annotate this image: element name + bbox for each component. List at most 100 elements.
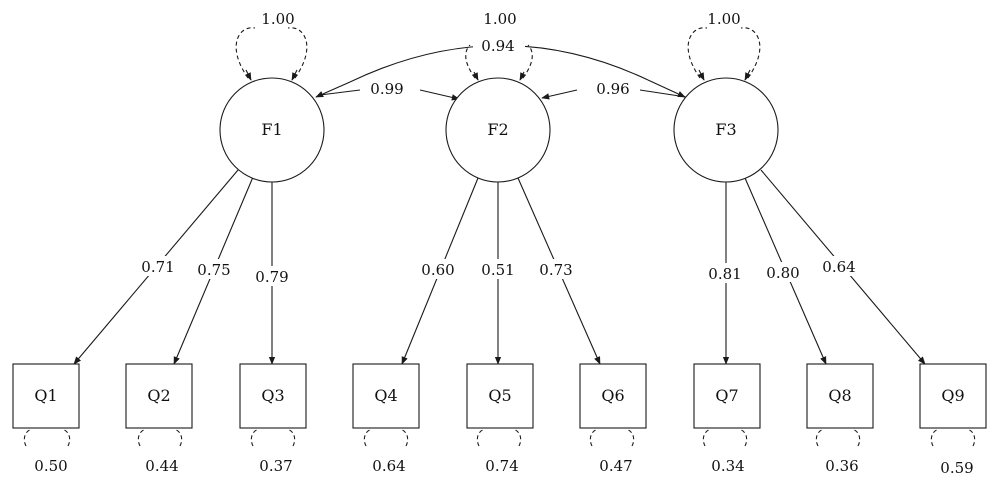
item-label-q3: Q3 bbox=[261, 386, 284, 405]
covariance-labels: 0.94 0.99 0.96 bbox=[370, 37, 629, 98]
covariance-value-f1-f3: 0.94 bbox=[481, 37, 514, 55]
label-bg-loading-q9 bbox=[820, 256, 858, 276]
item-box-q2 bbox=[125, 363, 193, 429]
factor-circle-f2 bbox=[445, 77, 551, 183]
error-loop-q9-left bbox=[930, 429, 938, 447]
loading-value-q5: 0.51 bbox=[481, 261, 514, 279]
error-loop-q7-right bbox=[740, 429, 748, 447]
variance-loop-f2-left bbox=[465, 44, 476, 79]
factor-label-f1: F1 bbox=[261, 120, 282, 139]
variance-loop-f3-left bbox=[687, 27, 708, 79]
error-loop-q7-left bbox=[702, 429, 710, 447]
loading-value-q4: 0.60 bbox=[421, 261, 454, 279]
item-label-q5: Q5 bbox=[488, 386, 511, 405]
error-value-q9: 0.59 bbox=[940, 459, 973, 477]
error-value-q5: 0.74 bbox=[485, 457, 518, 475]
variance-value-f2: 1.00 bbox=[483, 10, 516, 28]
covariance-value-f1-f2: 0.99 bbox=[370, 80, 403, 98]
label-bg-loading-q8 bbox=[764, 262, 802, 282]
loading-value-q3: 0.79 bbox=[255, 268, 288, 286]
factor-label-f3: F3 bbox=[715, 120, 736, 139]
error-loop-q5-right bbox=[514, 429, 522, 447]
item-box-q7 bbox=[693, 363, 761, 429]
item-label-q2: Q2 bbox=[147, 386, 170, 405]
label-bg-loading-q3 bbox=[253, 266, 291, 286]
item-boxes: Q1 Q2 Q3 Q4 Q5 Q6 Q7 Q8 Q9 bbox=[12, 363, 987, 429]
label-bg-loading-q4 bbox=[419, 259, 457, 279]
covariance-arrow-f2-right bbox=[541, 89, 578, 100]
error-value-q2: 0.44 bbox=[145, 457, 178, 475]
variance-arrowhead-f3-left bbox=[697, 69, 705, 81]
loading-value-q9: 0.64 bbox=[822, 258, 855, 276]
item-box-q6 bbox=[579, 363, 647, 429]
covariance-line-f2-f3-right bbox=[639, 89, 687, 98]
variance-arrowhead-f1-left bbox=[244, 69, 252, 81]
item-box-q3 bbox=[239, 363, 307, 429]
loading-value-q7: 0.81 bbox=[708, 265, 741, 283]
factor-variance-loops bbox=[235, 27, 761, 81]
error-loop-q2-right bbox=[175, 429, 183, 447]
item-box-q9 bbox=[919, 363, 987, 429]
variance-loop-f3-right bbox=[740, 27, 761, 79]
label-bg-cov-f1-f3 bbox=[473, 36, 525, 56]
item-label-q8: Q8 bbox=[828, 386, 851, 405]
label-bg-loading-q7 bbox=[706, 263, 744, 283]
item-label-q6: Q6 bbox=[601, 386, 624, 405]
label-bg-loading-q2 bbox=[195, 259, 233, 279]
label-backgrounds bbox=[139, 36, 858, 286]
variance-arrowhead-f2-left bbox=[471, 71, 479, 81]
error-loop-q8-right bbox=[853, 429, 861, 447]
item-label-q4: Q4 bbox=[374, 386, 397, 405]
factor-circle-f3 bbox=[673, 77, 779, 183]
covariance-line-f1-f2-left bbox=[319, 89, 361, 96]
variance-arrowhead-f1-right bbox=[291, 69, 299, 81]
label-bg-loading-q6 bbox=[537, 259, 575, 279]
covariance-value-f2-f3: 0.96 bbox=[596, 80, 629, 98]
variance-loop-f2-right bbox=[522, 44, 533, 79]
loading-value-q1: 0.71 bbox=[141, 258, 174, 276]
loading-value-q8: 0.80 bbox=[766, 264, 799, 282]
error-labels: 0.50 0.44 0.37 0.64 0.74 0.47 0.34 0.36 … bbox=[34, 457, 973, 477]
covariance-arrow-f2-left bbox=[419, 89, 460, 101]
error-value-q6: 0.47 bbox=[599, 457, 632, 475]
error-loop-q1-left bbox=[23, 429, 31, 447]
error-value-q7: 0.34 bbox=[711, 457, 744, 475]
item-label-q1: Q1 bbox=[34, 386, 57, 405]
error-loop-q6-left bbox=[589, 429, 597, 447]
variance-loop-f1-right bbox=[287, 27, 308, 79]
error-loop-q8-left bbox=[815, 429, 823, 447]
error-value-q1: 0.50 bbox=[34, 457, 67, 475]
error-loop-q3-right bbox=[288, 429, 296, 447]
variance-value-f1: 1.00 bbox=[261, 10, 294, 28]
error-loop-q6-right bbox=[627, 429, 635, 447]
error-loop-q1-right bbox=[63, 429, 71, 447]
factor-circle-f1 bbox=[219, 77, 325, 183]
error-loop-q3-left bbox=[250, 429, 258, 447]
error-loop-q4-left bbox=[363, 429, 371, 447]
item-label-q7: Q7 bbox=[715, 386, 738, 405]
factor-label-f2: F2 bbox=[487, 120, 508, 139]
item-label-q9: Q9 bbox=[941, 386, 964, 405]
item-box-q5 bbox=[466, 363, 534, 429]
variance-labels: 1.00 1.00 1.00 bbox=[261, 10, 740, 28]
label-bg-loading-q5 bbox=[479, 259, 517, 279]
variance-loop-f1-left bbox=[235, 27, 256, 79]
item-box-q8 bbox=[806, 363, 874, 429]
error-loop-q5-left bbox=[476, 429, 484, 447]
variance-arrowhead-f2-right bbox=[519, 71, 527, 81]
error-value-q4: 0.64 bbox=[372, 457, 405, 475]
item-box-q4 bbox=[352, 363, 420, 429]
error-loop-q2-left bbox=[137, 429, 145, 447]
loading-labels: 0.71 0.75 0.79 0.60 0.51 0.73 0.81 0.80 … bbox=[141, 258, 855, 286]
loading-value-q2: 0.75 bbox=[197, 261, 230, 279]
error-loop-q4-right bbox=[401, 429, 409, 447]
error-value-q8: 0.36 bbox=[825, 457, 858, 475]
error-value-q3: 0.37 bbox=[259, 457, 292, 475]
variance-arrowhead-f3-right bbox=[744, 69, 752, 81]
label-bg-loading-q1 bbox=[139, 256, 177, 276]
variance-value-f3: 1.00 bbox=[707, 10, 740, 28]
error-loop-q9-right bbox=[968, 429, 976, 447]
covariance-arrow-f3 bbox=[647, 79, 686, 98]
loading-value-q6: 0.73 bbox=[539, 261, 572, 279]
